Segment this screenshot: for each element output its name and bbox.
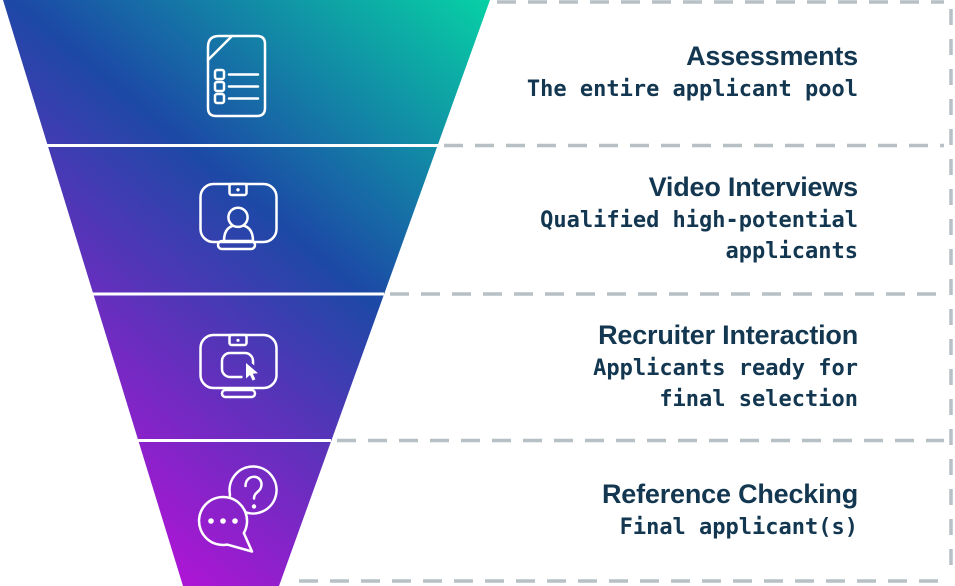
stage-subtitle: The entire applicant pool — [526, 76, 858, 102]
question-mark — [244, 475, 263, 500]
dots-bubble — [197, 495, 254, 553]
stage-subtitle: Applicants ready for final selection — [593, 355, 858, 412]
stage-title: Video Interviews — [648, 172, 859, 202]
stage-row-recruiter-interaction: Recruiter Interaction Applicants ready f… — [0, 294, 955, 440]
chat-question-bubbles-icon — [197, 465, 278, 553]
stage-title: Reference Checking — [602, 478, 858, 509]
stage-title: Recruiter Interaction — [598, 319, 858, 350]
stage-row-video-interviews: Video Interviews Qualified high-potentia… — [0, 145, 955, 294]
screen-cursor-icon — [199, 333, 278, 399]
funnel-divider-lines — [46, 144, 438, 442]
cursor-arrow — [246, 363, 258, 381]
dashed-guides — [299, 0, 953, 583]
stage-subtitle: Qualified high-potential applicants — [540, 208, 858, 264]
checklist-document-icon — [206, 34, 267, 118]
stage-row-reference-checking: Reference Checking Final applicant(s) — [0, 440, 955, 581]
video-call-screen-icon — [199, 182, 278, 251]
question-bubble — [227, 465, 278, 529]
stage-title: Assessments — [686, 40, 858, 71]
stage-subtitle: Final applicant(s) — [619, 514, 858, 540]
stage-row-assessments: Assessments The entire applicant pool — [0, 0, 955, 145]
